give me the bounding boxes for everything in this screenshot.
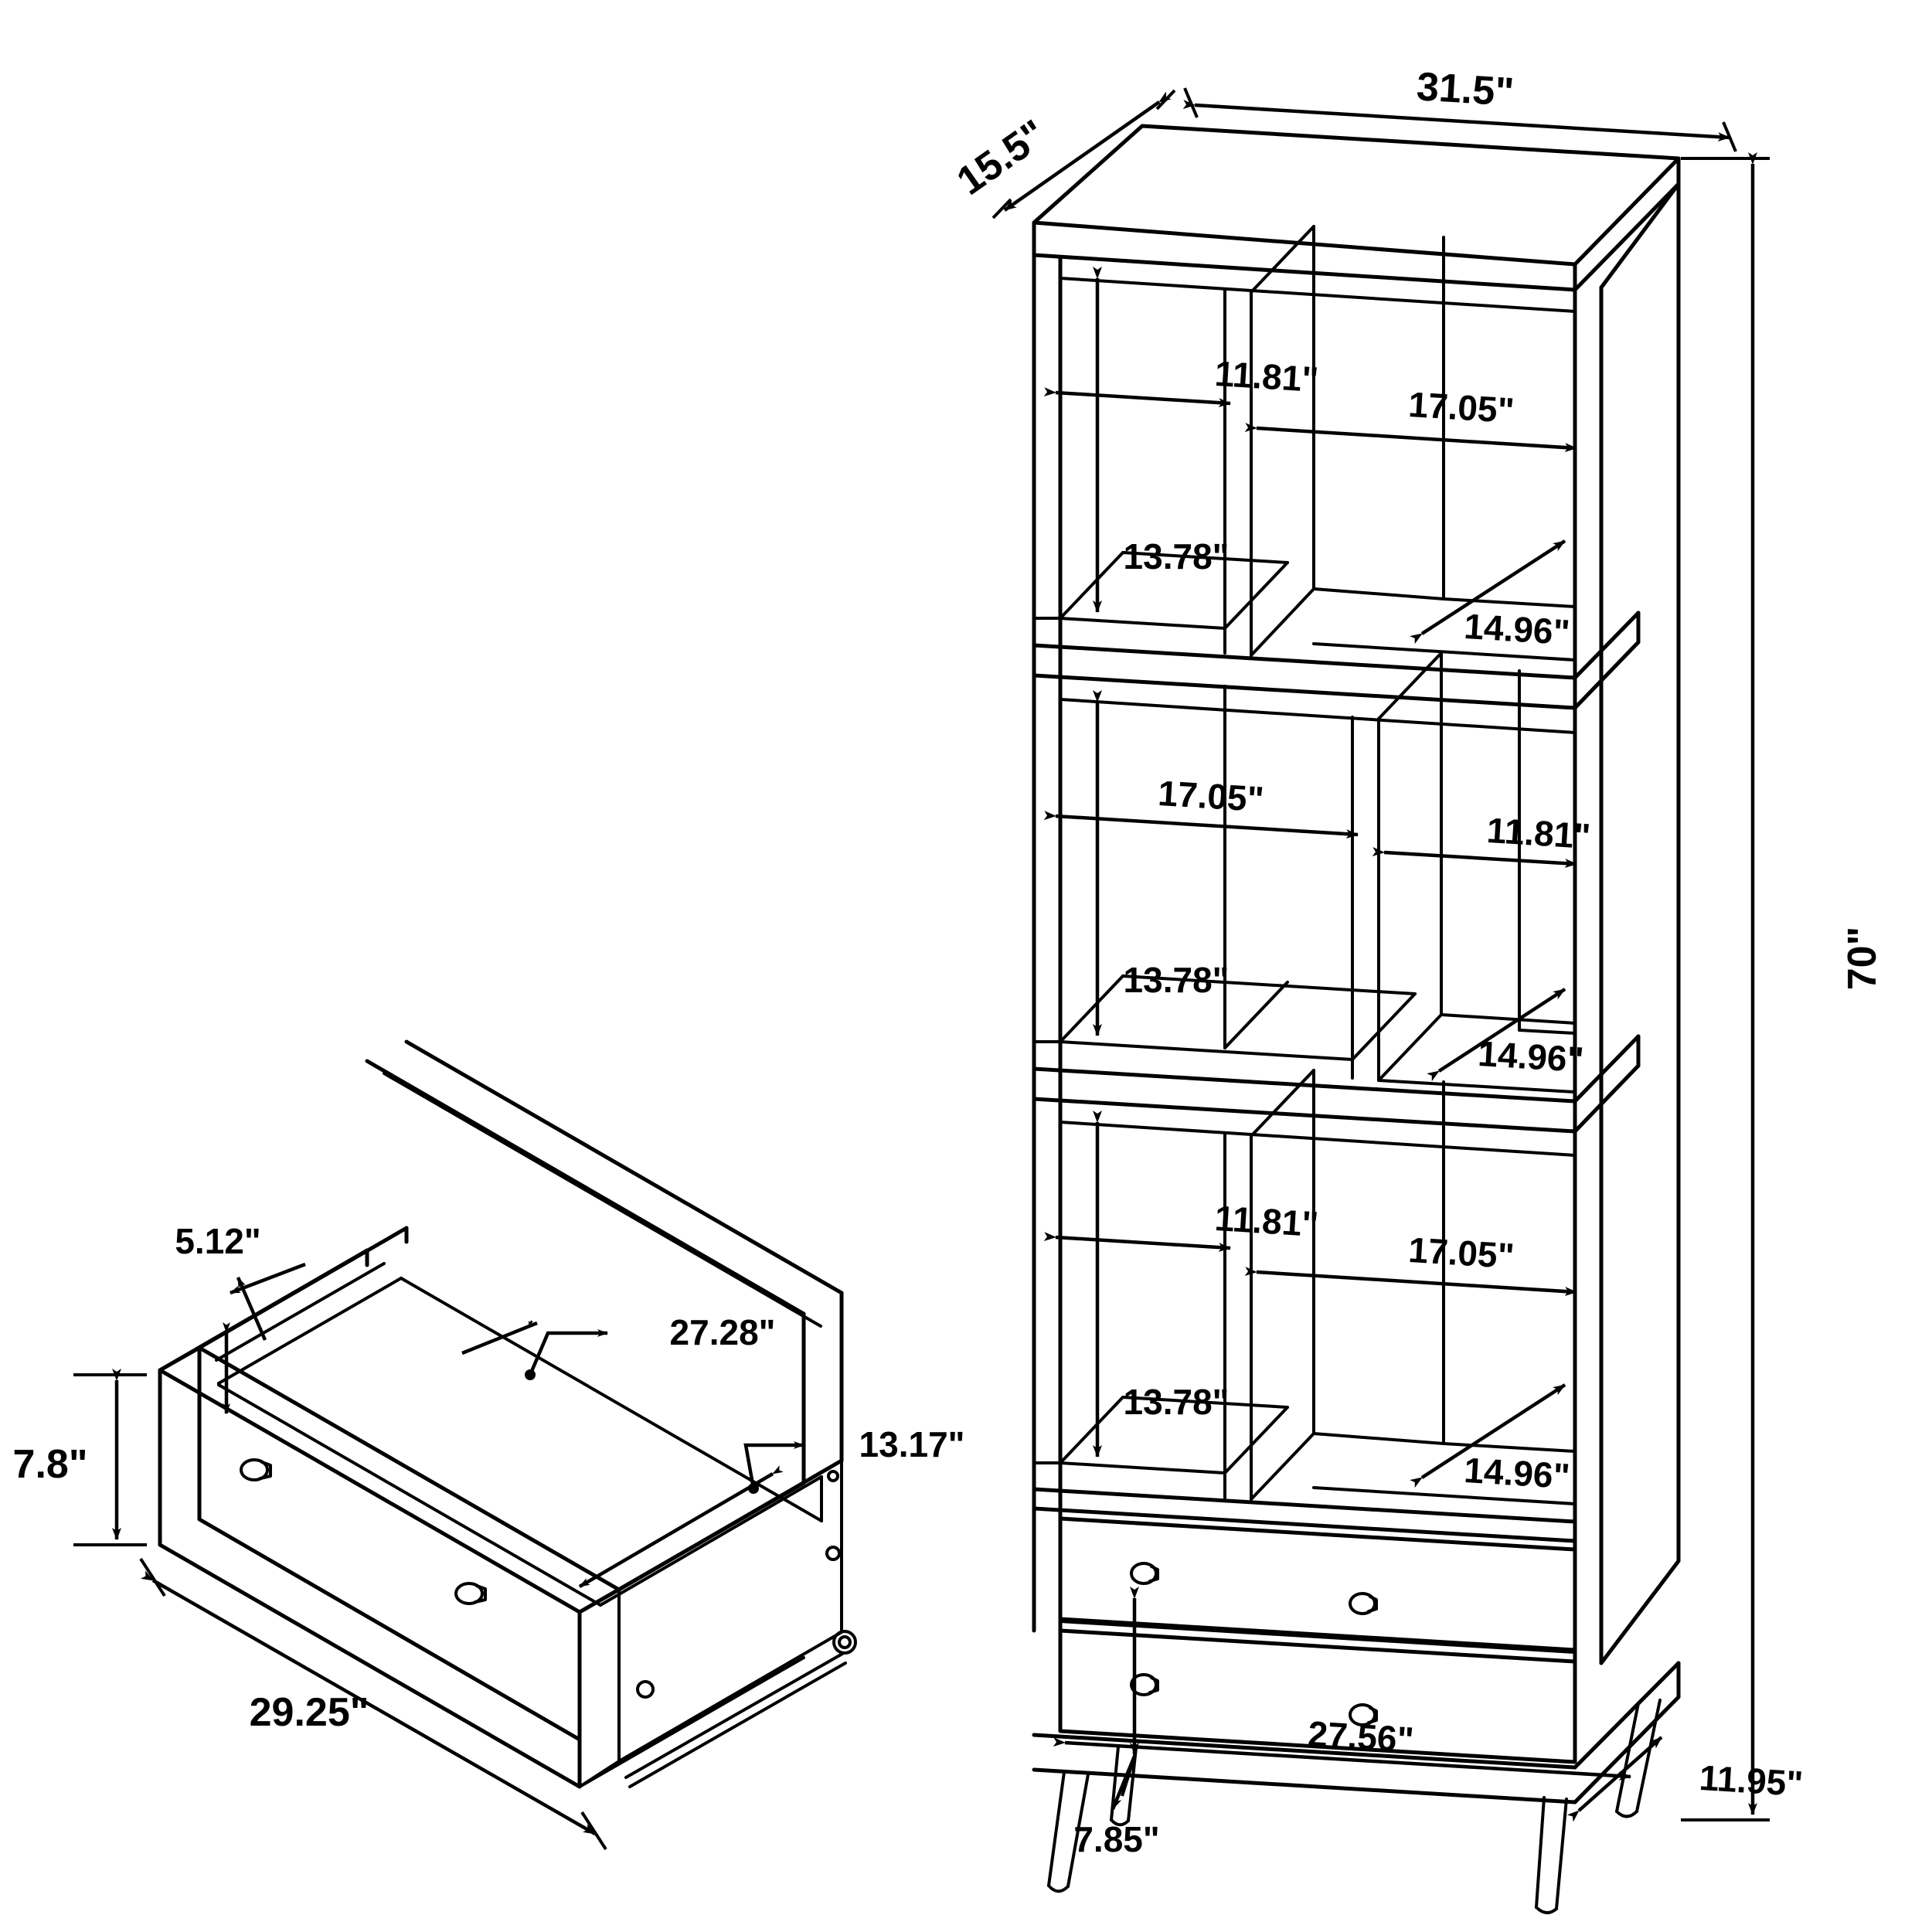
label-drawer-side: 5.12" <box>175 1221 260 1261</box>
dim-drawer-side-height: 5.12" <box>175 1221 267 1414</box>
dim-height-70: 70" <box>1681 152 1885 1821</box>
label-r3-right: 17.05" <box>1407 1230 1515 1276</box>
drawer-knob[interactable] <box>454 1582 487 1605</box>
bookcase-top-panel <box>1032 124 1681 292</box>
label-r2-left: 17.05" <box>1157 773 1265 819</box>
label-drawer-front-width: 29.25" <box>250 1690 369 1735</box>
dim-drawer-front-width: 29.25" <box>139 1557 607 1851</box>
label-r1-left: 11.81" <box>1213 353 1319 400</box>
label-r1-depth: 14.96" <box>1463 606 1571 652</box>
label-r3-left: 11.81" <box>1213 1198 1319 1244</box>
label-drawer-front-height: 7.8" <box>13 1442 88 1487</box>
label-r2-height: 13.78" <box>1124 960 1230 1000</box>
label-height: 70" <box>1840 927 1885 991</box>
dim-drawer-inner-width: 13.17" <box>578 1424 965 1588</box>
drawer-knob[interactable] <box>240 1458 272 1481</box>
shelf-row-2 <box>1032 651 1641 1134</box>
dim-row2: 17.05" 11.81" 13.78" 14.96" <box>1036 690 1592 1082</box>
dim-row1: 11.81" 17.05" 13.78" 14.96" <box>1036 267 1577 652</box>
label-r3-height: 13.78" <box>1124 1382 1230 1422</box>
label-leg-depth: 11.95" <box>1698 1757 1804 1804</box>
label-r1-right: 17.05" <box>1407 384 1515 430</box>
label-width: 31.5" <box>1415 64 1515 115</box>
label-r2-depth: 14.96" <box>1477 1033 1585 1080</box>
bookcase-drawing: 15.5" 31.5" 70" 11.81" 17.05" 1 <box>949 64 1885 1914</box>
dim-drawer-front-height: 7.8" <box>13 1369 147 1546</box>
label-r2-right: 11.81" <box>1485 810 1591 856</box>
shelf-row-3 <box>1032 1069 1577 1543</box>
drawer-knob[interactable] <box>1349 1592 1378 1615</box>
dim-width-31-5: 31.5" <box>1182 64 1737 152</box>
label-drawer-inner-width: 13.17" <box>859 1424 965 1464</box>
drawer-knob[interactable] <box>1130 1562 1159 1585</box>
label-depth: 15.5" <box>949 111 1054 204</box>
label-leg-width: 27.56" <box>1307 1713 1415 1760</box>
dim-row3: 11.81" 17.05" 13.78" 14.96" <box>1036 1111 1577 1496</box>
drawer-knob[interactable] <box>1349 1703 1378 1726</box>
label-r1-height: 13.78" <box>1124 536 1230 577</box>
dim-base: 27.56" 11.95" 7.85" <box>1053 1587 1804 1859</box>
label-drawer-length: 27.28" <box>670 1312 776 1352</box>
dim-drawer-length: 27.28" <box>230 1262 776 1380</box>
label-r3-depth: 14.96" <box>1463 1450 1571 1496</box>
drawer-drawing: 5.12" 27.28" 13. <box>13 1039 965 1851</box>
bookcase-carcass <box>1032 182 1681 1668</box>
label-leg-height: 7.85" <box>1073 1819 1159 1859</box>
